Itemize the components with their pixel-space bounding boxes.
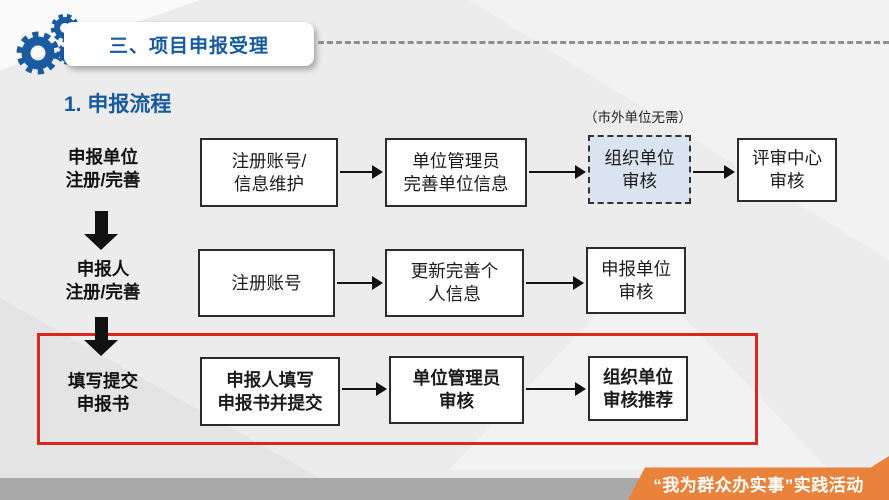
exemption-note: （市外单位无需） [584, 110, 692, 125]
flow-box-update-personal-info: 更新完善个 人信息 [385, 249, 524, 317]
right-arrow [526, 382, 586, 396]
page-title: 三、项目申报受理 [108, 35, 269, 57]
right-arrow [337, 276, 383, 290]
flow-box-admin-complete-unit-info: 单位管理员 完善单位信息 [385, 138, 527, 207]
background-facet [469, 0, 889, 260]
flow-box-review-center-review: 评审中心 审核 [737, 138, 837, 202]
row-label-person-register: 申报人 注册/完善 [65, 259, 141, 302]
header-title-box: 三、项目申报受理 [64, 22, 314, 66]
flow-box-unit-review: 申报单位 审核 [586, 247, 686, 314]
highlight-red-frame [37, 333, 758, 445]
row-label-unit-register: 申报单位 注册/完善 [65, 147, 141, 190]
flow-box-org-unit-review: 组织单位 审核 [588, 135, 691, 204]
down-arrow [84, 211, 118, 250]
right-arrow [342, 382, 387, 396]
activity-banner-label: “我为群众办实事”实践活动 [653, 476, 864, 495]
flow-box-admin-review: 单位管理员 审核 [389, 356, 524, 424]
right-arrow [693, 165, 735, 179]
section-heading: 1. 申报流程 [64, 93, 172, 116]
flow-box-fill-submit-application: 申报人填写 申报书并提交 [200, 357, 340, 426]
right-arrow [340, 165, 383, 179]
right-arrow [529, 165, 586, 179]
flow-box-org-review-recommend: 组织单位 审核推荐 [588, 356, 688, 421]
activity-banner: “我为群众办实事”实践活动 [628, 456, 889, 500]
flow-box-register-account: 注册账号 [198, 249, 335, 317]
row-label-fill-submit: 填写提交 申报书 [68, 371, 138, 414]
right-arrow [526, 276, 584, 290]
flow-box-register-account-info: 注册账号/ 信息维护 [200, 138, 338, 207]
dashed-divider-line [318, 41, 889, 44]
down-arrow [84, 317, 118, 356]
